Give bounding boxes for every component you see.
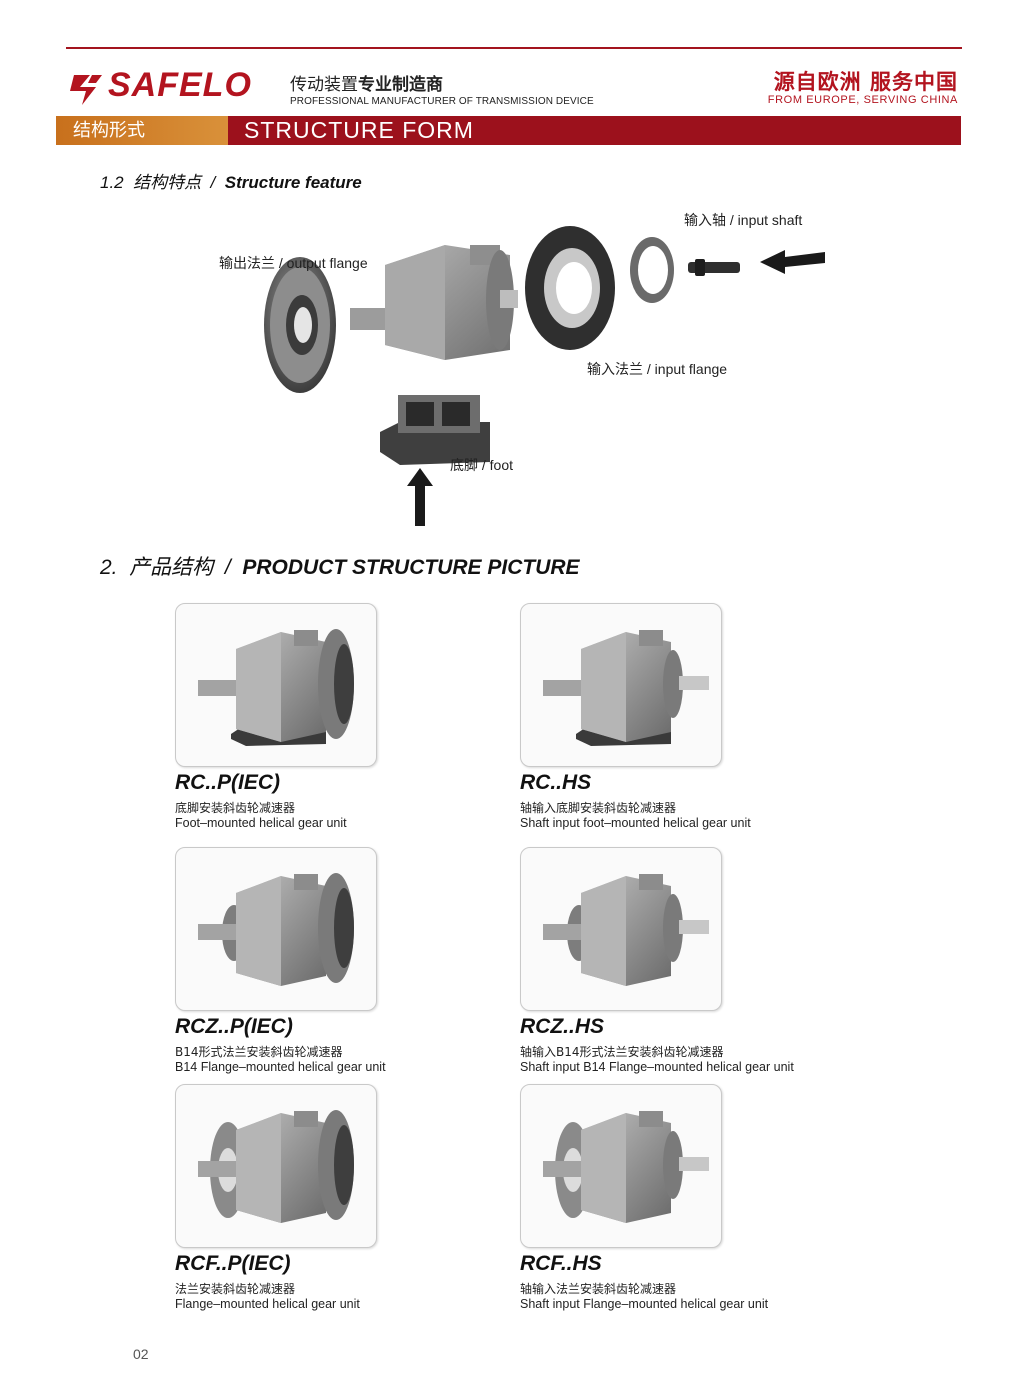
product-photo (520, 847, 722, 1011)
band-label-cn: 结构形式 (56, 116, 228, 145)
section-2-heading: 2. 产品结构 / PRODUCT STRUCTURE PICTURE (100, 556, 580, 579)
brand-logo-text: SAFELO (108, 66, 252, 104)
gearbox-body-part (350, 245, 518, 360)
product-desc-en: Shaft input Flange–mounted helical gear … (520, 1297, 769, 1311)
tagline-cn: 传动装置专业制造商 (290, 75, 443, 95)
product-desc-en: Shaft input foot–mounted helical gear un… (520, 816, 751, 830)
exploded-view-illustration (264, 226, 825, 526)
product-model: RC..P(IEC) (175, 771, 280, 794)
product-desc-cn: 轴输入底脚安装斜齿轮减速器 (520, 801, 677, 815)
input-arrow-icon (760, 250, 825, 274)
header-top-rule (66, 47, 962, 49)
product-desc-cn: 轴输入法兰安装斜齿轮减速器 (520, 1282, 677, 1296)
product-model: RCF..P(IEC) (175, 1252, 291, 1275)
input-flange-disk-part (525, 226, 615, 350)
foot-part (380, 395, 490, 465)
input-flange-ring-part (630, 237, 674, 303)
product-model: RCZ..P(IEC) (175, 1015, 293, 1038)
product-desc-en: Shaft input B14 Flange–mounted helical g… (520, 1060, 794, 1074)
product-photo (175, 603, 377, 767)
product-photo (520, 603, 722, 767)
tagline-en: PROFESSIONAL MANUFACTURER OF TRANSMISSIO… (290, 96, 594, 107)
safelo-logo-icon (70, 75, 102, 105)
slogan-en: FROM EUROPE, SERVING CHINA (767, 94, 958, 106)
product-desc-cn: B14形式法兰安装斜齿轮减速器 (175, 1045, 343, 1059)
section-band: 结构形式 STRUCTURE FORM (56, 116, 961, 145)
product-model: RCZ..HS (520, 1015, 604, 1038)
output-flange-part (264, 257, 336, 393)
label-output-flange: 输出法兰 / output flange (219, 255, 368, 271)
product-photo (520, 1084, 722, 1248)
product-desc-en: Flange–mounted helical gear unit (175, 1297, 360, 1311)
section-1-heading: 1.2 结构特点 / Structure feature (100, 173, 362, 192)
product-desc-en: Foot–mounted helical gear unit (175, 816, 347, 830)
slogan-cn: 源自欧洲 服务中国 (773, 70, 958, 94)
product-model: RC..HS (520, 771, 592, 794)
input-shaft-part (688, 259, 740, 276)
label-input-flange: 输入法兰 / input flange (587, 361, 728, 377)
product-desc-cn: 底脚安装斜齿轮减速器 (175, 801, 296, 815)
product-photo (175, 847, 377, 1011)
product-desc-cn: 法兰安装斜齿轮减速器 (175, 1282, 296, 1296)
foot-arrow-icon (407, 468, 433, 526)
product-desc-en: B14 Flange–mounted helical gear unit (175, 1060, 386, 1074)
product-photo (175, 1084, 377, 1248)
band-label-en: STRUCTURE FORM (228, 116, 961, 145)
page-number: 02 (133, 1346, 149, 1362)
product-desc-cn: 轴输入B14形式法兰安装斜齿轮减速器 (520, 1045, 724, 1059)
label-foot: 底脚 / foot (450, 457, 514, 473)
product-model: RCF..HS (520, 1252, 602, 1275)
label-input-shaft: 输入轴 / input shaft (684, 212, 803, 228)
